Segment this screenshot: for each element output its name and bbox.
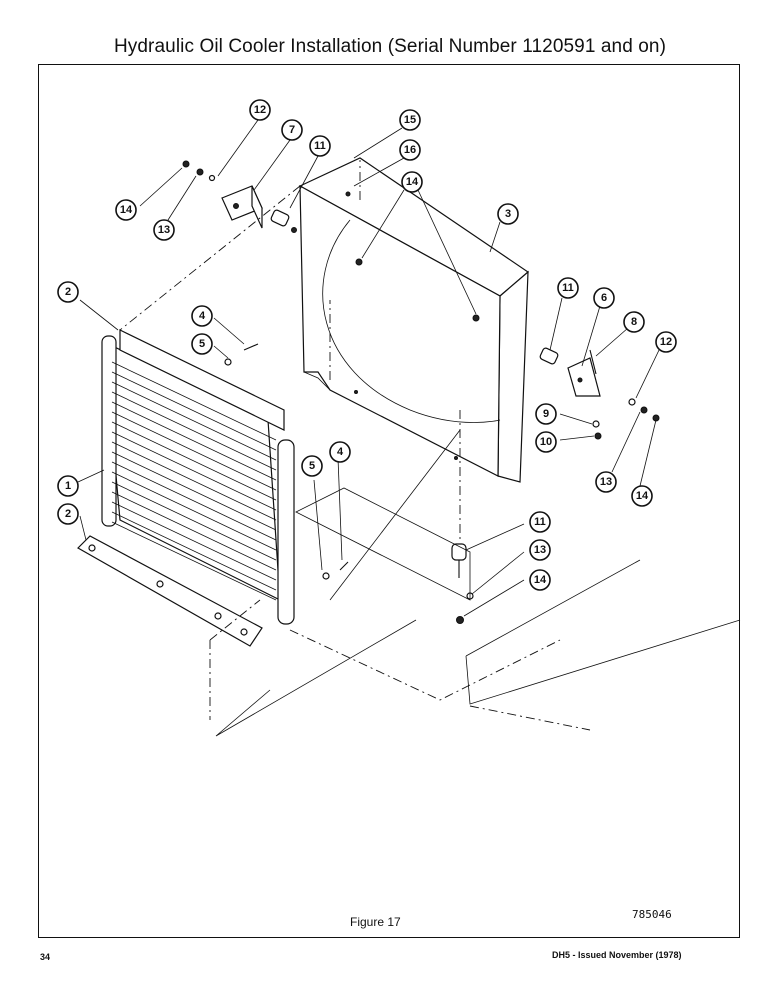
- frame-outline: [119, 160, 741, 737]
- cooler-fin: [111, 491, 277, 571]
- callout-13: 13: [529, 539, 551, 561]
- callout-label: 11: [562, 282, 574, 294]
- figure-caption: Figure 17: [350, 915, 401, 929]
- callout-label: 14: [406, 176, 419, 188]
- cooler-fin: [111, 421, 277, 501]
- cooler-fin: [111, 471, 277, 551]
- leader-lines: [77, 119, 661, 617]
- page-number: 34: [40, 952, 51, 962]
- callout-12: 12: [249, 99, 271, 121]
- figure-frame: [38, 64, 740, 938]
- cooler-fin: [111, 511, 277, 591]
- callout-1: 1: [57, 475, 79, 497]
- callout-11: 11: [557, 277, 579, 299]
- cooler-fin: [111, 461, 277, 541]
- callout-label: 10: [540, 436, 552, 448]
- callout-label: 3: [505, 208, 511, 220]
- callout-label: 14: [120, 204, 133, 216]
- cooler-fin: [111, 451, 277, 531]
- callout-15: 15: [399, 109, 421, 131]
- cooler-fin: [111, 411, 277, 491]
- cooler-fin: [111, 381, 277, 461]
- callout-label: 5: [309, 460, 315, 472]
- callout-10: 10: [535, 431, 557, 453]
- callout-8: 8: [623, 311, 645, 333]
- callout-label: 12: [254, 104, 266, 116]
- callout-label: 2: [65, 508, 71, 520]
- callout-label: 14: [534, 574, 547, 586]
- cooler-fin: [111, 481, 277, 561]
- callout-label: 13: [534, 544, 546, 556]
- callout-11: 11: [529, 511, 551, 533]
- callout-14: 14: [631, 485, 653, 507]
- callout-label: 7: [289, 124, 295, 136]
- cooler-fin: [111, 371, 277, 451]
- cooler-fin: [111, 401, 277, 481]
- callout-12: 12: [655, 331, 677, 353]
- cooler-fin: [111, 501, 277, 581]
- callout-7: 7: [281, 119, 303, 141]
- callout-3: 3: [497, 203, 519, 225]
- shroud-part: [298, 157, 529, 483]
- callout-5: 5: [301, 455, 323, 477]
- cooler-fin: [111, 391, 277, 471]
- callout-label: 13: [600, 476, 612, 488]
- lower-mount-hardware: [224, 343, 474, 624]
- callout-label: 11: [314, 140, 326, 152]
- callout-4: 4: [329, 441, 351, 463]
- callout-16: 16: [399, 139, 421, 161]
- callout-label: 4: [337, 446, 344, 458]
- callout-14: 14: [401, 171, 423, 193]
- right-bracket-assembly: [539, 347, 660, 440]
- callout-label: 5: [199, 338, 205, 350]
- callout-13: 13: [595, 471, 617, 493]
- callout-14: 14: [529, 569, 551, 591]
- callout-label: 1: [65, 480, 71, 492]
- callout-11: 11: [309, 135, 331, 157]
- callout-5: 5: [191, 333, 213, 355]
- callout-13: 13: [153, 219, 175, 241]
- callout-4: 4: [191, 305, 213, 327]
- callout-label: 9: [543, 408, 549, 420]
- page-title: Hydraulic Oil Cooler Installation (Seria…: [113, 36, 667, 57]
- callout-balloons: 1271115161413143245116812910154213141113…: [57, 99, 677, 591]
- top-bracket-assembly: [182, 160, 297, 233]
- issue-note: DH5 - Issued November (1978): [552, 950, 682, 960]
- cooler-fin: [111, 361, 277, 441]
- callout-14: 14: [115, 199, 137, 221]
- callout-label: 2: [65, 286, 71, 298]
- callout-2: 2: [57, 503, 79, 525]
- cooler-fin: [111, 521, 277, 601]
- cooler-fin: [111, 441, 277, 521]
- callout-label: 15: [404, 114, 416, 126]
- callout-2: 2: [57, 281, 79, 303]
- callout-label: 14: [636, 490, 649, 502]
- callout-label: 12: [660, 336, 672, 348]
- callout-6: 6: [593, 287, 615, 309]
- callout-label: 16: [404, 144, 416, 156]
- drawing-number: 785046: [632, 908, 672, 921]
- callout-label: 8: [631, 316, 637, 328]
- callout-9: 9: [535, 403, 557, 425]
- callout-label: 13: [158, 224, 170, 236]
- callout-label: 4: [199, 310, 206, 322]
- cooler-fin: [111, 431, 277, 511]
- callout-label: 6: [601, 292, 607, 304]
- callout-label: 11: [534, 516, 546, 528]
- cooler-core-part: [101, 329, 295, 625]
